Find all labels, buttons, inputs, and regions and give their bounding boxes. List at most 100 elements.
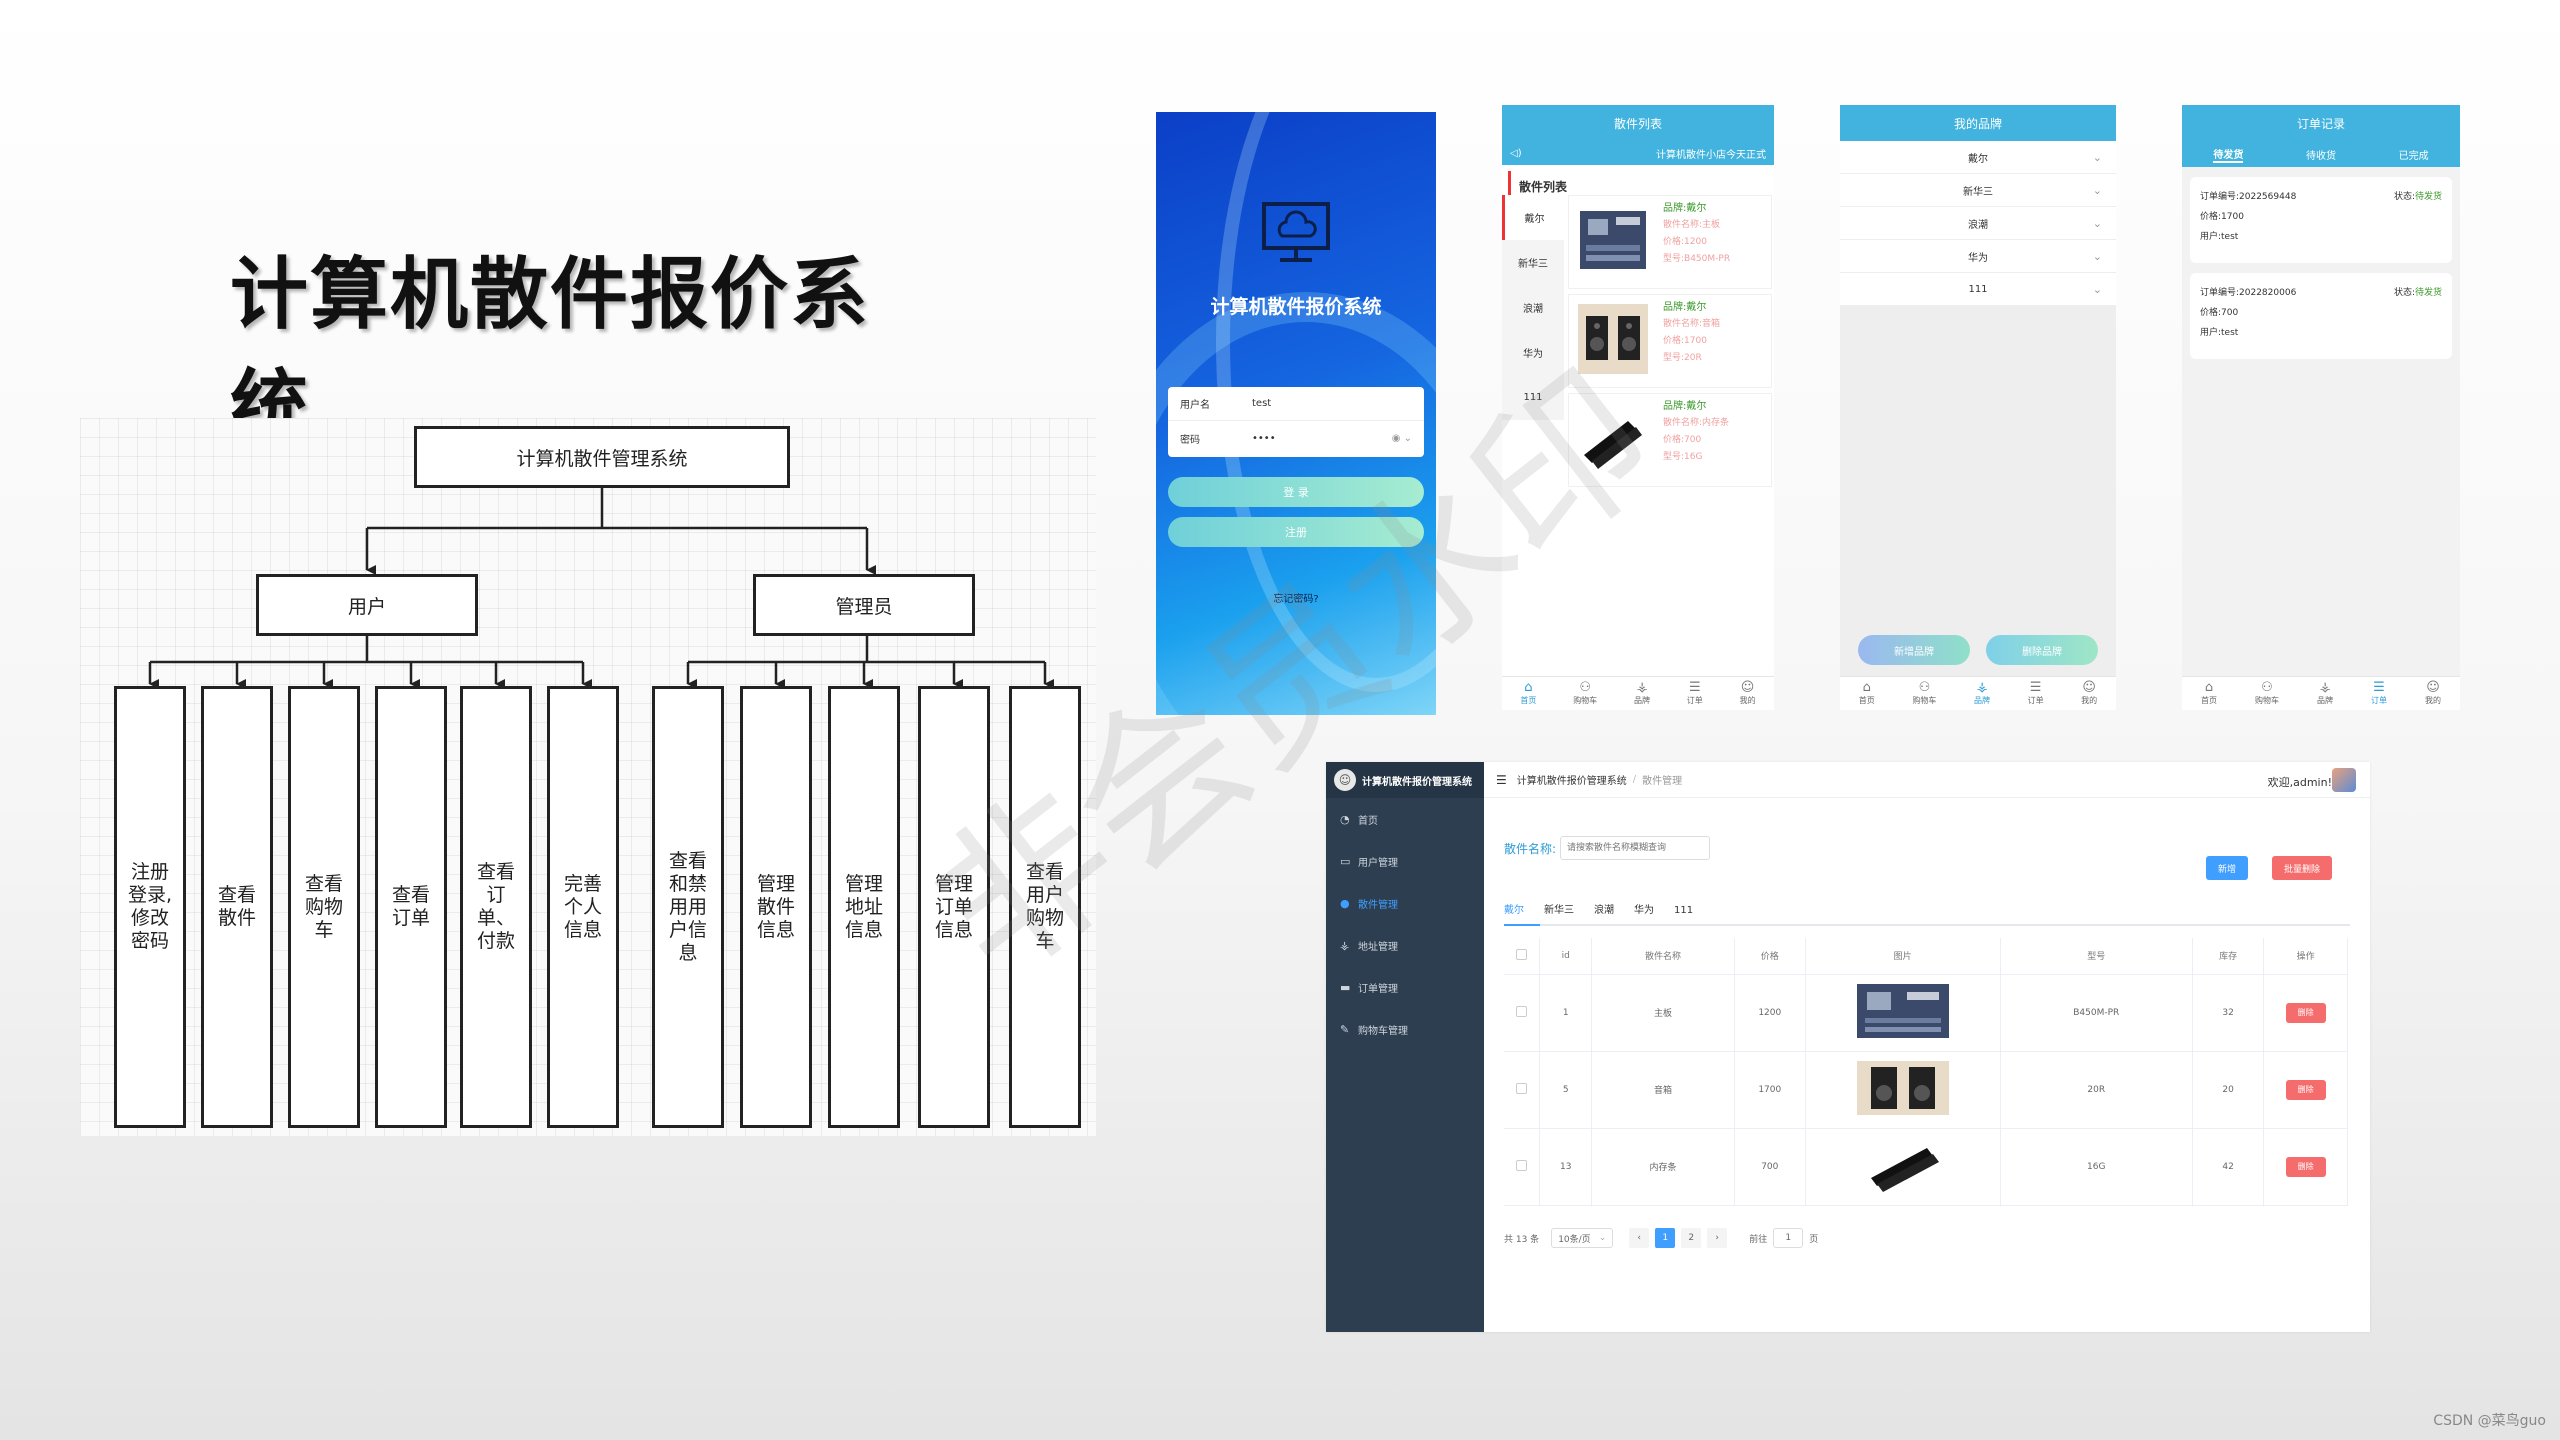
page-2-button[interactable]: 2 [1681,1228,1702,1248]
table-row: 5 音箱 1700 20R 20 删除 [1504,1051,2348,1129]
row-checkbox[interactable] [1516,1005,1528,1017]
page-1-button[interactable]: 1 [1655,1228,1676,1248]
menu-toggle-icon[interactable]: ☰ [1496,772,1507,787]
part-name: 散件名称:内存条 [1663,418,1730,428]
brand-row[interactable]: 111⌄ [1840,273,2116,306]
brand-row[interactable]: 戴尔⌄ [1840,141,2116,174]
tab-pending-receive[interactable]: 待收货 [2305,150,2336,162]
login-button[interactable]: 登 录 [1168,477,1424,507]
add-brand-button[interactable]: 新增品牌 [1858,635,1970,665]
col-name: 散件名称 [1591,938,1735,975]
row-checkbox[interactable] [1516,1082,1528,1094]
cart-icon: ⚇ [1579,680,1592,695]
category-item[interactable]: 浪潮 [1502,285,1564,330]
tab-brand[interactable]: 111 [1674,905,1694,916]
breadcrumb-root[interactable]: 计算机散件报价管理系统 [1516,776,1627,787]
prev-page-button[interactable]: ‹ [1629,1228,1650,1248]
delete-button[interactable]: 删除 [2285,1002,2326,1023]
tab-home[interactable]: ⌂首页 [2201,680,2217,706]
next-page-button[interactable]: › [1707,1228,1728,1248]
tab-completed[interactable]: 已完成 [2398,150,2429,162]
tab-cart[interactable]: ⚇购物车 [2255,680,2279,706]
category-item[interactable]: 新华三 [1502,240,1564,285]
motherboard-image [1856,984,1949,1038]
tab-home[interactable]: ⌂首页 [1520,680,1537,706]
username-row[interactable]: 用户名 test [1168,387,1424,421]
user-node: 用户 [256,574,478,636]
tab-brand[interactable]: 浪潮 [1594,905,1614,916]
tab-mine[interactable]: ☺我的 [2081,680,2098,706]
search-input[interactable] [1560,836,1711,860]
sidebar-item-users[interactable]: ▭用户管理 [1340,854,1398,869]
tab-brand[interactable]: 华为 [1634,905,1654,916]
sidebar-item-orders[interactable]: ▬订单管理 [1340,980,1398,995]
part-brand: 品牌:戴尔 [1663,302,1707,313]
sidebar-item-carts[interactable]: ✎购物车管理 [1340,1022,1408,1037]
chevron-down-icon: ⌄ [1598,1233,1607,1243]
tab-cart[interactable]: ⚇购物车 [1912,680,1937,706]
cell-price: 1200 [1734,974,1806,1052]
delete-brand-button[interactable]: 删除品牌 [1986,635,2098,665]
system-name: 计算机散件报价管理系统 [1362,776,1472,788]
tab-order[interactable]: ☰订单 [2027,680,2044,706]
notice-text: 计算机散件小店今天正式 [1656,149,1766,161]
order-icon: ☰ [2373,680,2385,695]
part-card[interactable]: 品牌:戴尔 散件名称:音箱 价格:1700 型号:20R [1568,294,1772,388]
tab-mine[interactable]: ☺我的 [2425,680,2441,706]
orders-header: 订单记录 [2182,105,2460,141]
category-item[interactable]: 华为 [1502,330,1564,375]
tab-brand[interactable]: 新华三 [1544,905,1574,916]
tab-mine[interactable]: ☺我的 [1739,680,1756,706]
cell-model: 20R [2000,1051,2194,1129]
forgot-password-link[interactable]: 忘记密码? [1273,594,1319,605]
admin-topbar: ☰ 计算机散件报价管理系统 / 散件管理 [1484,762,2370,798]
col-id: id [1539,938,1593,975]
tab-order[interactable]: ☰订单 [2371,680,2387,706]
eye-icon[interactable]: ◉ ⌄ [1391,432,1412,444]
page-size-select[interactable]: 10条/页⌄ [1551,1228,1614,1248]
category-item[interactable]: 111 [1502,375,1564,420]
tab-pending-ship[interactable]: 待发货 [2213,146,2244,163]
tab-brand[interactable]: ⚶品牌 [2317,680,2333,706]
row-checkbox[interactable] [1516,1159,1528,1171]
brand-row[interactable]: 新华三⌄ [1840,174,2116,207]
parts-table: id 散件名称 价格 图片 型号 库存 操作 1 主板 1200 [1504,938,2348,1206]
cell-stock: 32 [2192,974,2265,1052]
tab-brand[interactable]: ⚶品牌 [1973,680,1990,706]
batch-delete-button[interactable]: 批量删除 [2272,856,2332,880]
tab-brand[interactable]: 戴尔 [1504,900,1540,926]
register-button[interactable]: 注册 [1168,517,1424,547]
brand-row[interactable]: 华为⌄ [1840,240,2116,273]
user-leaf-view-orders: 查看订单 [375,686,447,1128]
password-row[interactable]: 密码 •••• ◉ ⌄ [1168,421,1424,455]
sidebar-item-address[interactable]: ⚶地址管理 [1340,938,1398,953]
select-all-checkbox[interactable] [1516,948,1528,960]
home-icon: ⌂ [1862,680,1871,695]
username-input[interactable]: test [1252,398,1272,409]
tab-home[interactable]: ⌂首页 [1858,680,1875,706]
part-brand: 品牌:戴尔 [1663,401,1707,412]
tab-order[interactable]: ☰订单 [1686,680,1703,706]
login-screen: 计算机散件报价系统 用户名 test 密码 •••• ◉ ⌄ 登 录 注册 忘记… [1156,112,1436,715]
edit-icon: ✎ [1340,1022,1350,1036]
goto-page-input[interactable]: 1 [1773,1228,1804,1248]
part-card[interactable]: 品牌:戴尔 散件名称:主板 价格:1200 型号:B450M-PR [1568,195,1772,289]
brand-row[interactable]: 浪潮⌄ [1840,207,2116,240]
col-actions: 操作 [2263,938,2348,975]
tab-brand[interactable]: ⚶品牌 [1633,680,1650,706]
delete-button[interactable]: 删除 [2285,1156,2326,1177]
part-name: 散件名称:音箱 [1663,319,1721,329]
tab-cart[interactable]: ⚇购物车 [1573,680,1598,706]
add-button[interactable]: 新增 [2206,856,2248,880]
category-item[interactable]: 戴尔 [1502,195,1564,240]
sidebar-item-parts[interactable]: ●散件管理 [1340,896,1398,911]
delete-button[interactable]: 删除 [2285,1079,2326,1100]
password-input[interactable]: •••• [1252,432,1276,444]
avatar[interactable] [2332,768,2356,792]
sidebar-item-home[interactable]: ◔首页 [1340,812,1378,827]
username-label: 用户名 [1180,400,1210,411]
part-card[interactable]: 品牌:戴尔 散件名称:内存条 价格:700 型号:16G [1568,393,1772,487]
breadcrumb-current: 散件管理 [1642,776,1683,787]
